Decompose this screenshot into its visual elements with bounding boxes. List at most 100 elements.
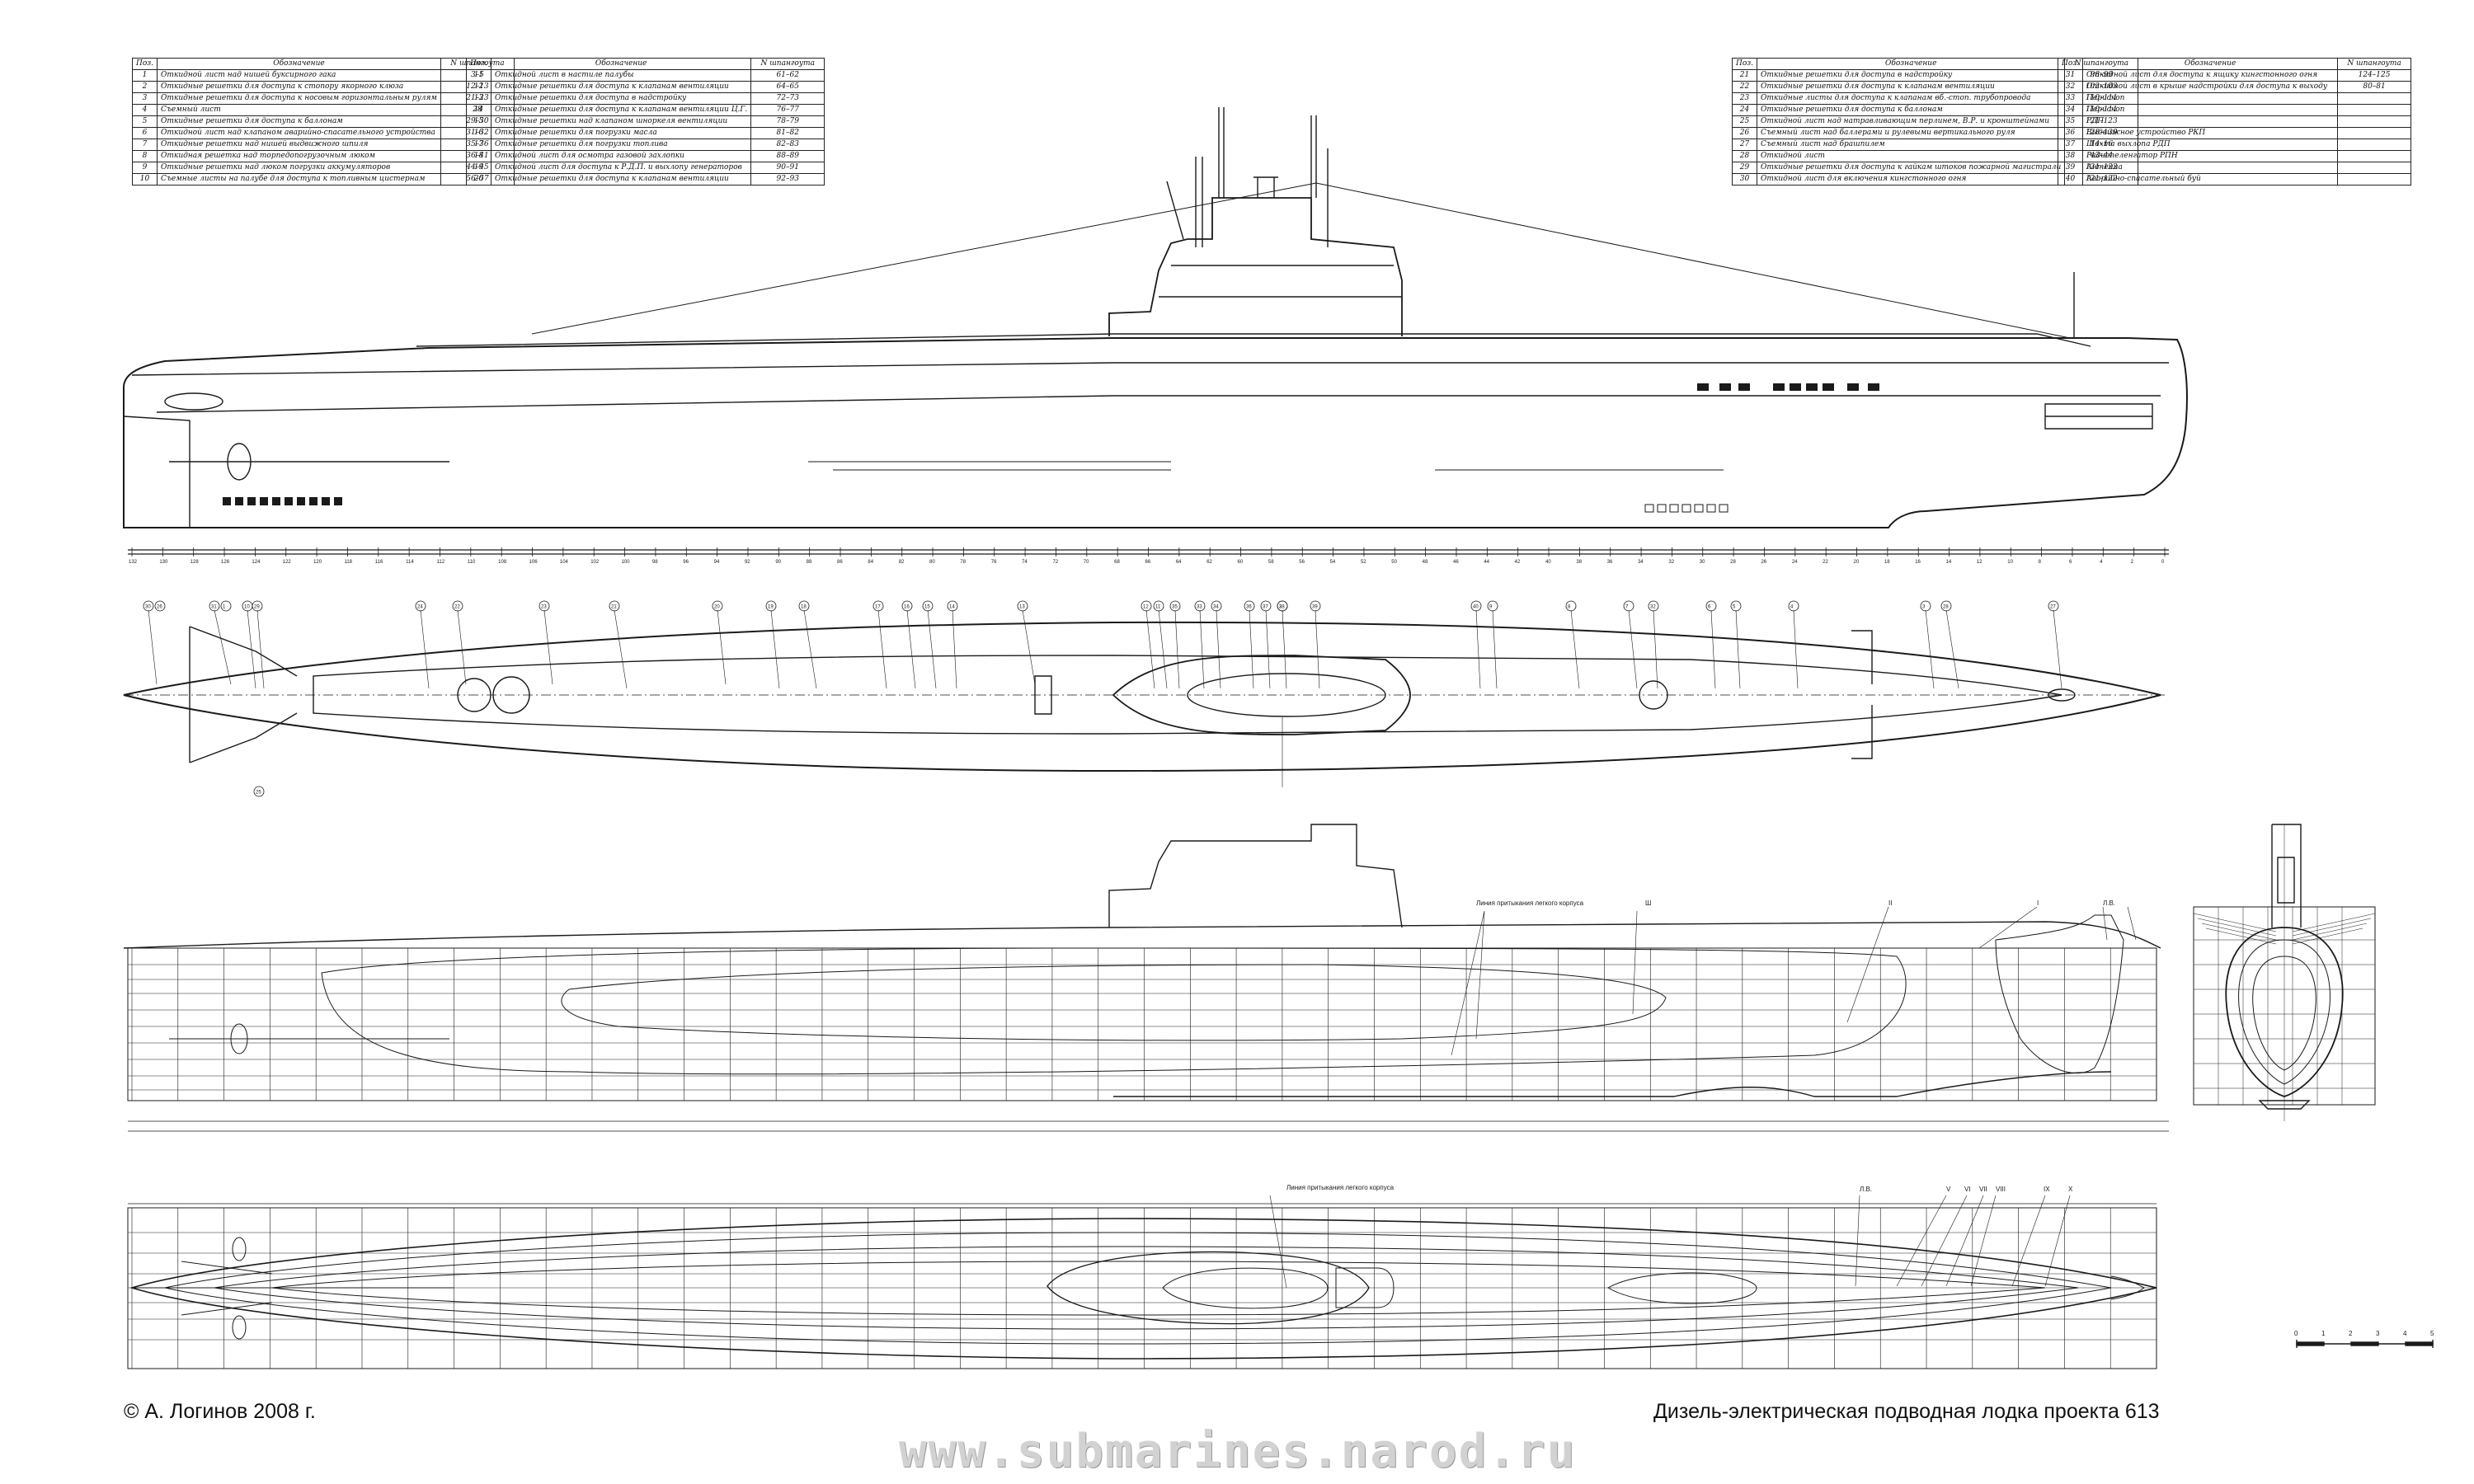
callout-label: 3 — [1922, 605, 1926, 610]
frame-label: 124 — [252, 560, 261, 565]
callout-circle — [539, 600, 550, 612]
line-label-plan-5: VIII — [1996, 1186, 2006, 1193]
line-label-side-2: ІІ — [1888, 899, 1892, 907]
frame-label: 78 — [960, 560, 966, 565]
frame-label: 42 — [1515, 560, 1521, 565]
callout-circle — [253, 786, 265, 797]
copyright-text: © А. Логинов 2008 г. — [124, 1400, 316, 1423]
frame-label: 86 — [837, 560, 843, 565]
lines-side-view — [123, 824, 2169, 1122]
lines-plan-leaders — [1269, 1195, 2071, 1289]
callout-circle — [415, 600, 426, 612]
line-label-plan-6: IX — [2044, 1186, 2050, 1193]
side-radio-wire-fwd — [1315, 182, 2071, 339]
frame-label: 92 — [745, 560, 750, 565]
frame-label: 106 — [529, 560, 539, 565]
frame-label: 122 — [283, 560, 292, 565]
callout-label: 32 — [1650, 605, 1656, 610]
lines-plan-propeller-upper — [232, 1237, 247, 1261]
callout-label: 8 — [1568, 605, 1571, 610]
frame-label: 130 — [159, 560, 168, 565]
frame-label: 112 — [436, 560, 444, 565]
callout-label: 20 — [714, 605, 720, 610]
frame-label: 76 — [991, 560, 997, 565]
frame-label: 22 — [1823, 560, 1828, 565]
frame-label: 68 — [1114, 560, 1120, 565]
lines-side-keel — [1113, 1071, 2112, 1097]
lines-side-conning-tower — [1108, 824, 1403, 928]
side-deck-casing — [131, 362, 2169, 376]
callout-label: 40 — [1473, 605, 1479, 610]
callout-label: 7 — [1625, 605, 1629, 610]
callout-label: 26 — [157, 605, 162, 610]
frame-label: 96 — [683, 560, 689, 565]
callout-label: 21 — [611, 605, 617, 610]
callout-label: 36 — [1246, 605, 1252, 610]
legend-name: Откидные решетки для доступа к клапанам … — [491, 173, 752, 186]
line-label-plan-2: V — [1946, 1186, 1951, 1193]
legend-pos: 35 — [2057, 115, 2084, 128]
plan-conning-tower — [1112, 655, 1411, 735]
side-open-holes — [808, 461, 1729, 513]
frame-label: 16 — [1915, 560, 1921, 565]
frame-label: 44 — [1484, 560, 1489, 565]
callout-circle — [947, 600, 958, 612]
callout-label: 24 — [417, 605, 423, 610]
lines-plan-view — [127, 1195, 2157, 1369]
lines-side-waterline-leaders — [1451, 906, 2137, 1056]
callout-label: 13 — [1019, 605, 1025, 610]
callout-circle — [901, 600, 913, 612]
lines-plan-stern-propellers — [132, 1261, 454, 1316]
lines-side-deck-outline — [123, 921, 2161, 949]
scale-label-2: 2 — [2349, 1330, 2353, 1337]
frame-label: 104 — [560, 560, 569, 565]
lines-side-grid-vertical — [131, 948, 2157, 1101]
callout-circle — [252, 600, 263, 612]
callout-circle — [1920, 600, 1931, 612]
callout-label: 25 — [256, 791, 261, 796]
lines-plan-propeller-lower — [232, 1315, 247, 1340]
lines-plan-conning-tower — [1047, 1251, 1370, 1325]
frame-label: 100 — [622, 560, 631, 565]
legend-name: Аварийно-спасательный буй — [2082, 173, 2339, 186]
callout-circle — [712, 600, 723, 612]
body-plan-keel — [2258, 1100, 2311, 1110]
callout-label: 22 — [454, 605, 460, 610]
frame-label: 32 — [1668, 560, 1674, 565]
frame-label: 74 — [1022, 560, 1028, 565]
line-label-plan-1: Л.В. — [1860, 1186, 1872, 1193]
callout-label: 17 — [875, 605, 881, 610]
frame-label: 58 — [1268, 560, 1274, 565]
callout-label: 33 — [1197, 605, 1202, 610]
frame-label: 84 — [868, 560, 873, 565]
frame-label: 70 — [1084, 560, 1089, 565]
frame-label: 62 — [1206, 560, 1212, 565]
callout-circle — [1705, 600, 1717, 612]
line-label-plan-3: VI — [1964, 1186, 1971, 1193]
callout-circle — [609, 600, 620, 612]
callout-circle — [765, 600, 777, 612]
lines-plan-grid-horizontal — [128, 1232, 2157, 1341]
frame-label: 48 — [1423, 560, 1428, 565]
callout-circle — [452, 600, 463, 612]
callout-circle — [154, 600, 166, 612]
frame-label: 2 — [2131, 560, 2134, 565]
frame-label: 0 — [2161, 560, 2165, 565]
frame-label: 18 — [1884, 560, 1890, 565]
side-mast-1 — [1310, 115, 1317, 198]
plan-hull-outline — [123, 621, 2161, 773]
frame-label: 52 — [1361, 560, 1366, 565]
callout-label: 9 — [1489, 605, 1493, 610]
frame-label: 20 — [1854, 560, 1860, 565]
line-label-side-3: І — [2037, 899, 2039, 907]
frame-label: 116 — [375, 560, 383, 565]
lines-side-buttock-1 — [321, 947, 1907, 1075]
callout-label: 34 — [1213, 605, 1219, 610]
